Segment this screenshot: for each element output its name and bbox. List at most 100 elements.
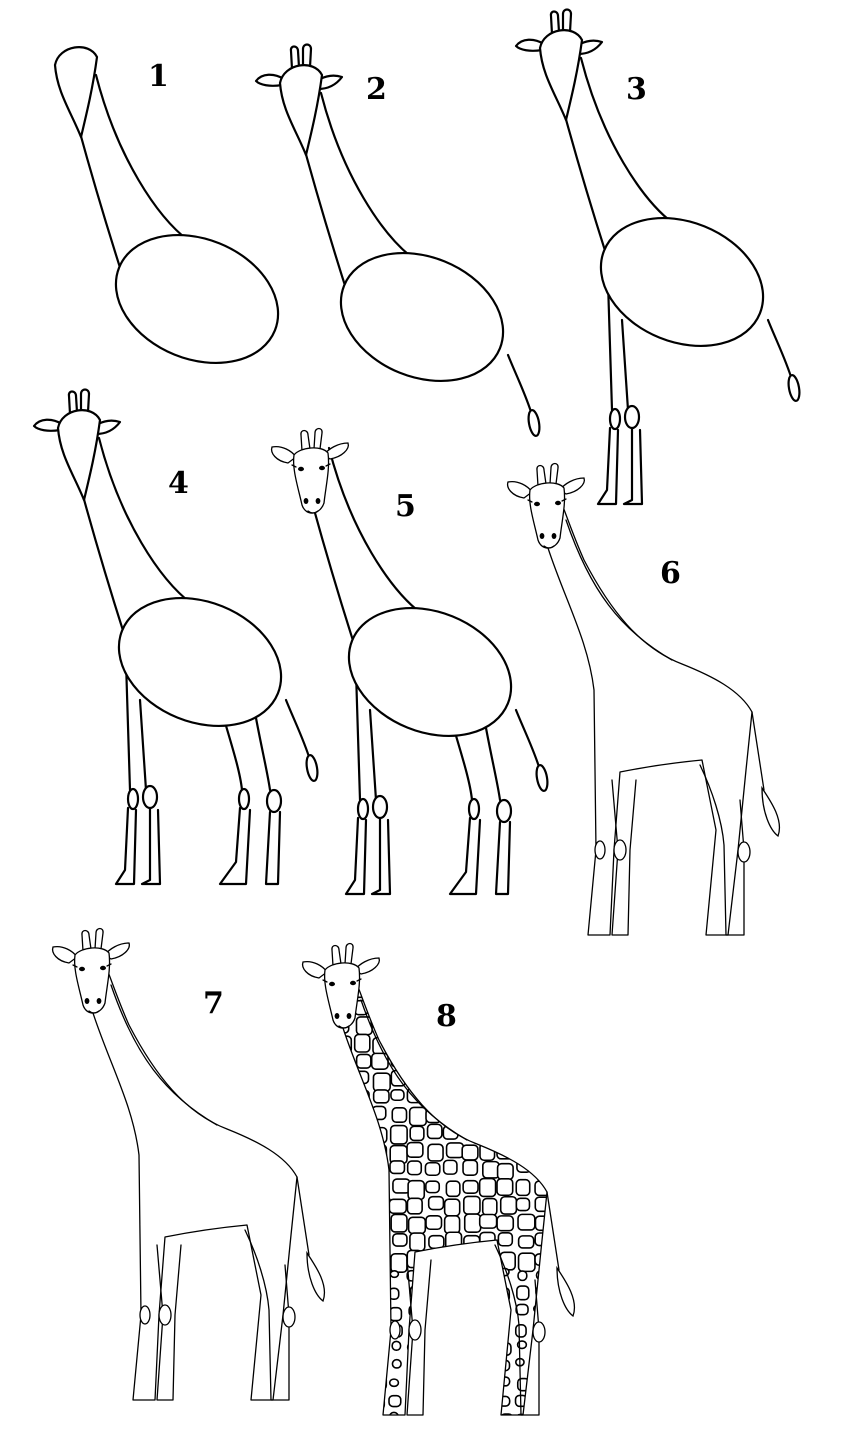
spot [514, 1035, 533, 1052]
spot [371, 1325, 384, 1338]
spot [498, 1108, 514, 1121]
spot [464, 1125, 479, 1139]
spot [497, 984, 515, 999]
spot [426, 1358, 440, 1371]
spot [352, 1105, 368, 1120]
spot [445, 1180, 461, 1198]
spot [460, 998, 478, 1015]
spot [408, 1070, 428, 1088]
spot [428, 1035, 445, 1055]
spot [445, 1071, 464, 1090]
spot [443, 1394, 454, 1407]
spot [445, 1378, 457, 1389]
spot [373, 1196, 391, 1212]
spot [406, 984, 425, 999]
spot [343, 1126, 354, 1141]
spot [461, 1052, 478, 1067]
spot [499, 1195, 518, 1215]
spot [409, 1125, 425, 1142]
spot [407, 1179, 426, 1201]
step-number-5: 5 [395, 489, 416, 524]
spot [554, 1234, 569, 1247]
spot [514, 1126, 530, 1144]
spot [406, 1160, 423, 1176]
spot [482, 1160, 500, 1179]
spot [427, 1195, 445, 1211]
spot [370, 1216, 388, 1233]
spot [443, 1198, 461, 1217]
spot [462, 1341, 477, 1357]
spot [409, 1232, 426, 1252]
spot [514, 1089, 532, 1109]
spot [463, 1394, 475, 1406]
spot [343, 1288, 348, 1298]
spot [462, 1159, 479, 1177]
spot [442, 1412, 454, 1415]
spot [388, 1198, 408, 1215]
spot [515, 1178, 531, 1197]
spot [406, 1016, 423, 1033]
spot [343, 1342, 348, 1355]
spot [553, 983, 568, 999]
spot [552, 1414, 562, 1423]
spot [552, 1395, 563, 1408]
spot [517, 1235, 535, 1249]
spot [553, 1034, 570, 1050]
spot [443, 1339, 454, 1349]
spot [460, 1016, 478, 1032]
spot [343, 1215, 355, 1232]
spot [388, 1306, 403, 1322]
spot [406, 1342, 420, 1353]
spot [389, 1269, 400, 1279]
spot [390, 1253, 408, 1273]
spot [535, 1052, 547, 1074]
spot [372, 1342, 385, 1356]
spot [372, 1286, 386, 1298]
spot [554, 1161, 570, 1178]
spot [499, 1016, 516, 1036]
spot [443, 984, 460, 997]
spot [552, 1376, 562, 1385]
spot [535, 1015, 547, 1029]
spot [534, 1159, 547, 1179]
spot [391, 1107, 408, 1123]
spot [555, 1124, 569, 1135]
spot [406, 1141, 424, 1159]
spot [552, 1145, 567, 1162]
spot [427, 1339, 440, 1353]
step-number-8: 8 [436, 999, 457, 1034]
spot [343, 1323, 349, 1335]
spot [497, 1035, 513, 1053]
spot [372, 1072, 391, 1093]
spot [389, 1160, 406, 1175]
spot [371, 1126, 388, 1144]
spot [388, 1411, 400, 1415]
spot [371, 1160, 389, 1176]
spot [390, 1051, 409, 1068]
spot [343, 1306, 348, 1320]
spot [496, 1323, 509, 1335]
spot [478, 1306, 490, 1317]
spot [371, 998, 390, 1018]
spot [461, 1036, 479, 1056]
spot [343, 1089, 352, 1105]
step-1-drawing [53, 46, 299, 388]
step-number-2: 2 [366, 72, 387, 107]
spot [406, 1357, 417, 1366]
spot [343, 1233, 352, 1250]
spot [372, 1089, 390, 1104]
spot [443, 1288, 457, 1301]
spot [354, 1342, 368, 1355]
spot [424, 1394, 435, 1405]
spot [406, 1197, 423, 1215]
spot [553, 1324, 565, 1337]
spot [499, 1413, 514, 1415]
spot [516, 1159, 532, 1173]
spot [426, 1123, 443, 1140]
step-4-drawing [32, 388, 321, 886]
spot [388, 984, 406, 997]
spot [442, 1159, 458, 1175]
spot [460, 1412, 473, 1415]
spot [442, 1090, 458, 1109]
